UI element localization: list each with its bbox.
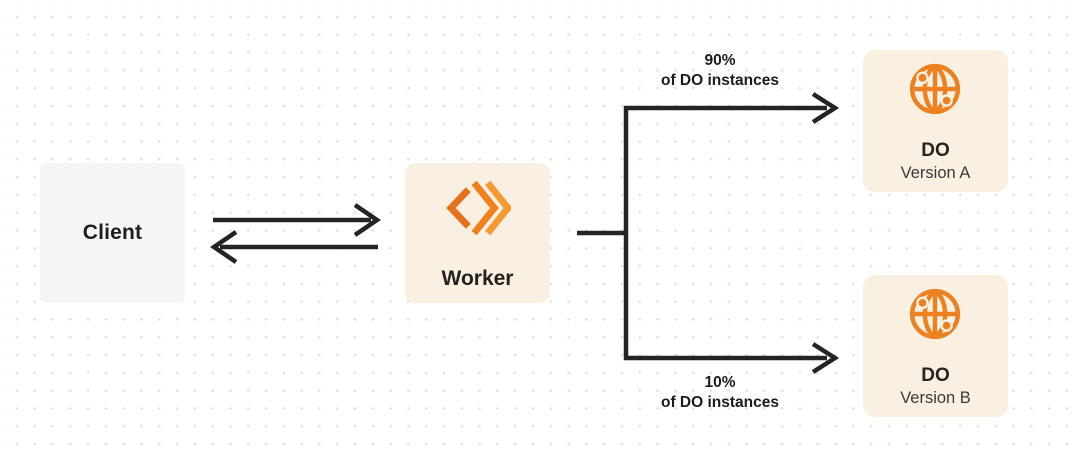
do-version-b-node: DO Version B	[863, 275, 1008, 417]
workers-brackets-icon	[446, 180, 511, 236]
traffic-percent-a: 90%	[704, 52, 736, 69]
traffic-label-version-b: 10% of DO instances	[600, 373, 840, 413]
client-label: Client	[82, 221, 143, 244]
arrow-to-version-b	[623, 233, 840, 374]
traffic-desc-a: of DO instances	[661, 72, 779, 89]
traffic-label-version-a: 90% of DO instances	[600, 51, 840, 91]
do-version-a-subtitle: Version A	[900, 164, 971, 182]
traffic-percent-b: 10%	[704, 374, 736, 391]
client-node: Client	[40, 163, 185, 303]
do-version-a-node: DO Version A	[863, 50, 1008, 192]
worker-node: Worker	[405, 163, 550, 303]
traffic-desc-b: of DO instances	[661, 394, 779, 411]
worker-to-client-arrow	[210, 230, 378, 264]
worker-label: Worker	[441, 267, 514, 290]
arrow-to-version-a	[623, 92, 840, 233]
globe-icon	[909, 63, 961, 115]
do-version-b-subtitle: Version B	[900, 389, 971, 407]
globe-icon	[909, 288, 961, 340]
do-version-a-title: DO	[921, 140, 950, 161]
do-version-b-title: DO	[921, 365, 950, 386]
client-to-worker-arrow	[213, 203, 381, 237]
